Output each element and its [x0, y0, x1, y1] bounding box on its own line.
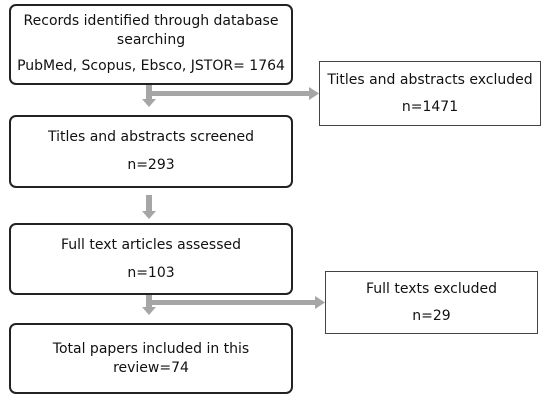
- titles-abstracts-screened-label: Titles and abstracts screened: [47, 129, 255, 145]
- full-texts-excluded-box: Full texts excluded n=29: [325, 271, 538, 334]
- papers-included-box: Total papers included in this review=74: [9, 323, 293, 394]
- titles-abstracts-excluded-box: Titles and abstracts excluded n=1471: [319, 61, 541, 126]
- titles-abstracts-excluded-count: n=1471: [401, 98, 459, 115]
- records-identified-box: Records identified through database sear…: [9, 4, 293, 85]
- full-text-assessed-box: Full text articles assessed n=103: [9, 223, 293, 295]
- full-texts-excluded-label: Full texts excluded: [365, 280, 498, 297]
- titles-abstracts-excluded-label: Titles and abstracts excluded: [327, 71, 533, 88]
- right-arrow-1: [152, 87, 319, 100]
- down-arrow-2: [142, 195, 156, 219]
- papers-included-line2: review=74: [113, 359, 189, 376]
- records-identified-line3: PubMed, Scopus, Ebsco, JSTOR= 1764: [17, 57, 285, 74]
- full-text-assessed-label: Full text articles assessed: [61, 236, 241, 253]
- records-identified-line2: searching: [116, 31, 186, 48]
- records-identified-line1: Records identified through database: [23, 12, 279, 29]
- titles-abstracts-screened-box: Titles and abstracts screened n=293: [9, 115, 293, 188]
- papers-included-line1: Total papers included in this: [52, 340, 250, 357]
- titles-abstracts-screened-count: n=293: [127, 157, 175, 173]
- down-arrow-1: [142, 85, 156, 107]
- full-text-assessed-count: n=103: [127, 264, 175, 281]
- full-texts-excluded-count: n=29: [412, 307, 451, 324]
- down-arrow-3: [142, 295, 156, 315]
- right-arrow-2: [152, 296, 325, 309]
